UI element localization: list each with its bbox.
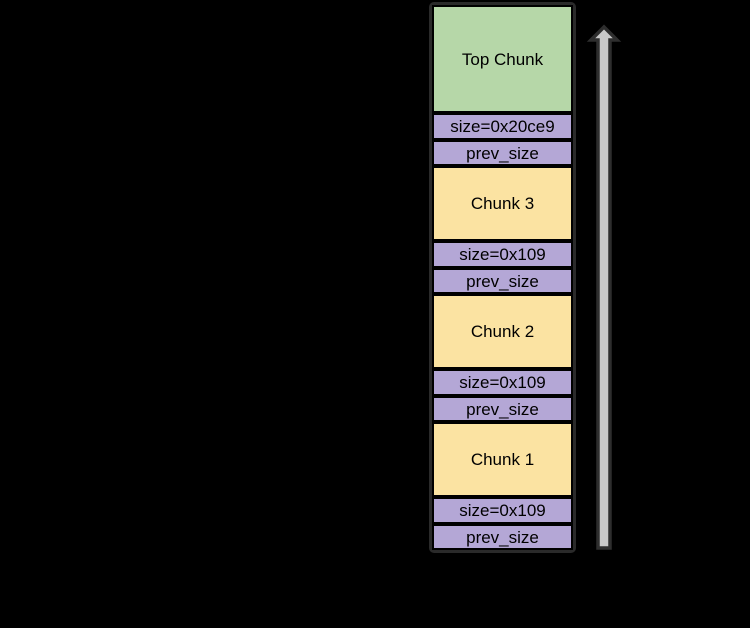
heap-box-size-field: size=0x109 <box>432 369 573 396</box>
up-arrow-icon <box>586 24 622 550</box>
heap-box-size-field: size=0x20ce9 <box>432 113 573 140</box>
heap-box-prev-size-field: prev_size <box>432 268 573 294</box>
heap-box-prev-size-field: prev_size <box>432 396 573 422</box>
heap-box-chunk: Chunk 2 <box>432 294 573 369</box>
heap-box-size-field: size=0x109 <box>432 241 573 268</box>
heap-box-chunk: Chunk 1 <box>432 422 573 497</box>
heap-box-top-chunk: Top Chunk <box>432 5 573 113</box>
heap-box-chunk: Chunk 3 <box>432 166 573 241</box>
heap-box-prev-size-field: prev_size <box>432 524 573 550</box>
heap-box-prev-size-field: prev_size <box>432 140 573 166</box>
heap-box-size-field: size=0x109 <box>432 497 573 524</box>
